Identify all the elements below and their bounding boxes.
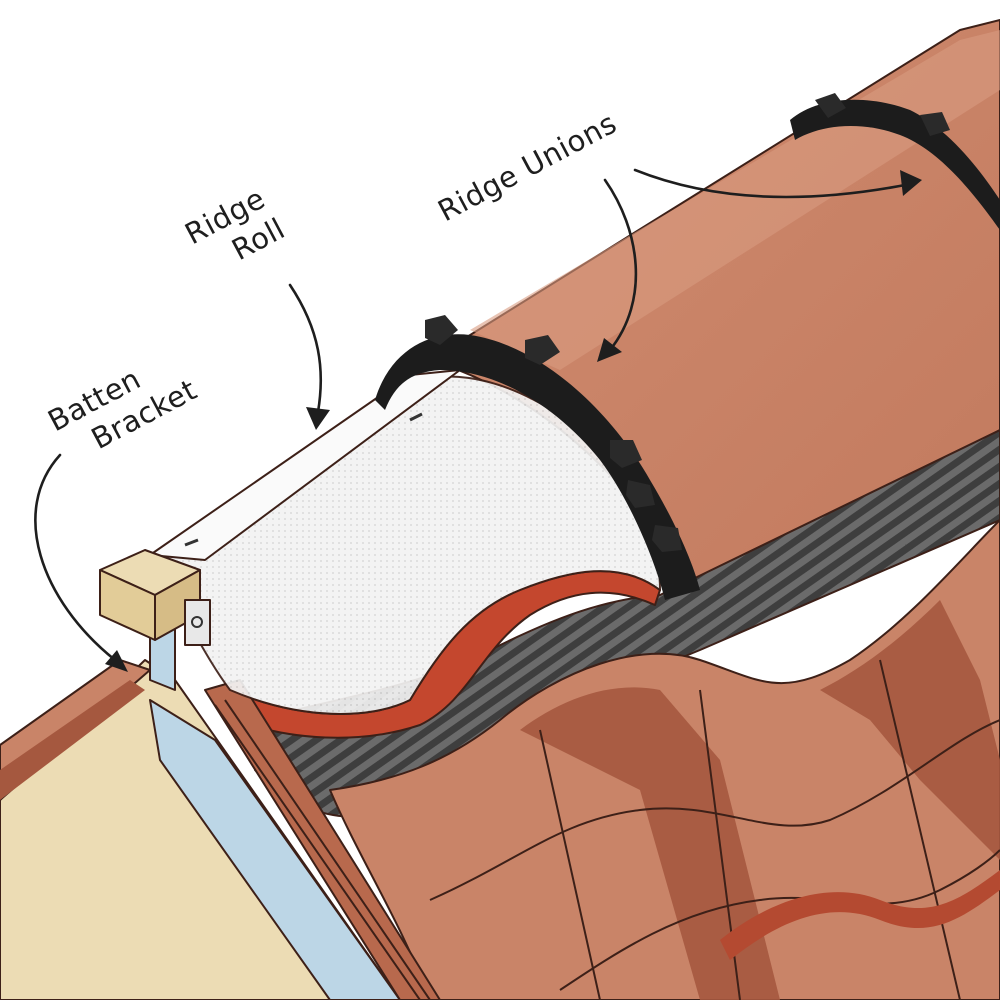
membrane-strip	[149, 699, 401, 1000]
label-ridge-unions: Ridge Unions	[432, 106, 622, 228]
bracket-plate	[184, 599, 211, 646]
arrow-pointer-icon	[597, 338, 622, 362]
tile-trough-1	[520, 687, 780, 1000]
tile-course-line-1	[429, 719, 1000, 901]
ridge-union-front	[375, 315, 700, 600]
union-clip-icon	[425, 315, 682, 552]
arrow-ridge-unions-1	[597, 178, 638, 362]
arrow-pointer-icon	[306, 407, 330, 430]
tile-course-line-5	[539, 729, 601, 1000]
tile-courses	[204, 429, 1000, 1000]
label-batten-bracket: Batten Bracket	[42, 361, 202, 456]
batten-bracket	[99, 549, 211, 691]
ridge-union-rear	[790, 93, 1000, 230]
tile-red-edge	[720, 870, 1000, 960]
ridge-roll-slot-2	[409, 412, 423, 422]
label-ridge-unions-text: Ridge Unions	[432, 106, 622, 228]
union-band	[375, 334, 700, 600]
arrow-ridge-unions-2	[633, 168, 922, 199]
arrow-pointer-icon	[105, 650, 128, 672]
arrow-pointer-icon	[900, 170, 922, 196]
union-band-rear	[790, 99, 1000, 230]
arrow-batten-bracket	[34, 453, 128, 672]
tile-course-line-4	[879, 659, 961, 1000]
tile-trough-2	[820, 600, 1000, 860]
union-clip-rear-2	[920, 112, 950, 136]
arrow-ridge-roll	[288, 283, 330, 430]
left-roof-slope-shadow	[0, 680, 145, 800]
ridge-roll-slot-1	[184, 538, 199, 547]
label-ridge-roll: Ridge Roll	[179, 181, 290, 267]
bolt-hole-icon	[191, 616, 203, 628]
union-clip-rear-1	[815, 93, 846, 118]
